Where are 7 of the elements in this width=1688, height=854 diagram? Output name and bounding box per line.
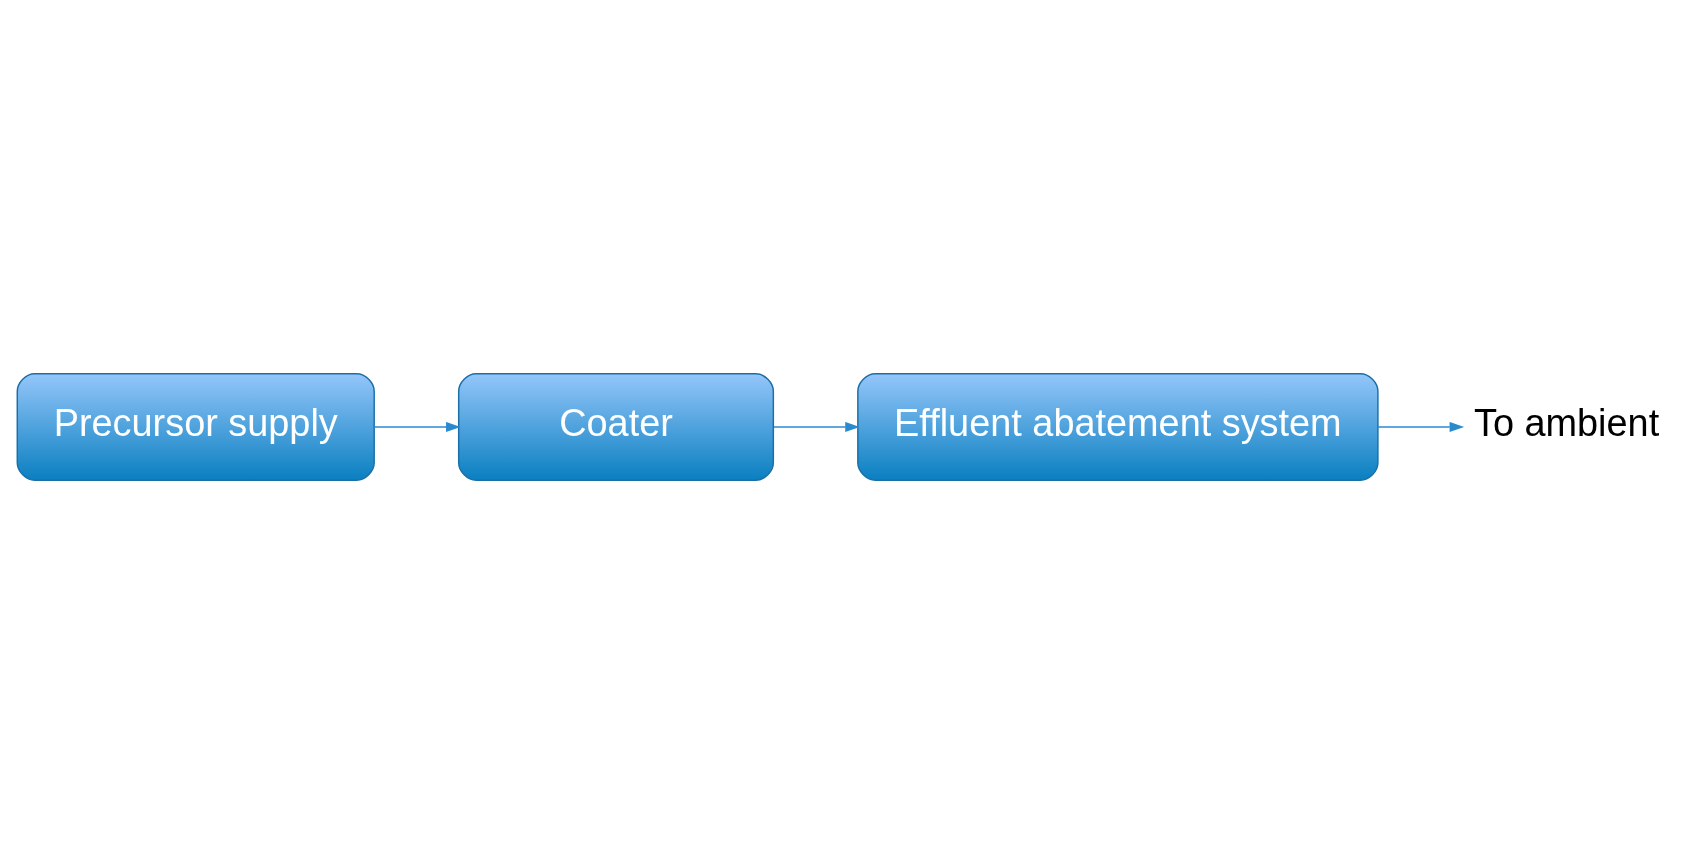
node-text: To ambient — [1473, 402, 1660, 445]
arrow — [1377, 421, 1465, 433]
arrow — [373, 421, 461, 433]
arrow — [773, 421, 860, 433]
node-box: Precursor supply — [16, 373, 375, 481]
node-box: Effluent abatement system — [857, 373, 1379, 481]
node-box: Coater — [457, 373, 775, 481]
